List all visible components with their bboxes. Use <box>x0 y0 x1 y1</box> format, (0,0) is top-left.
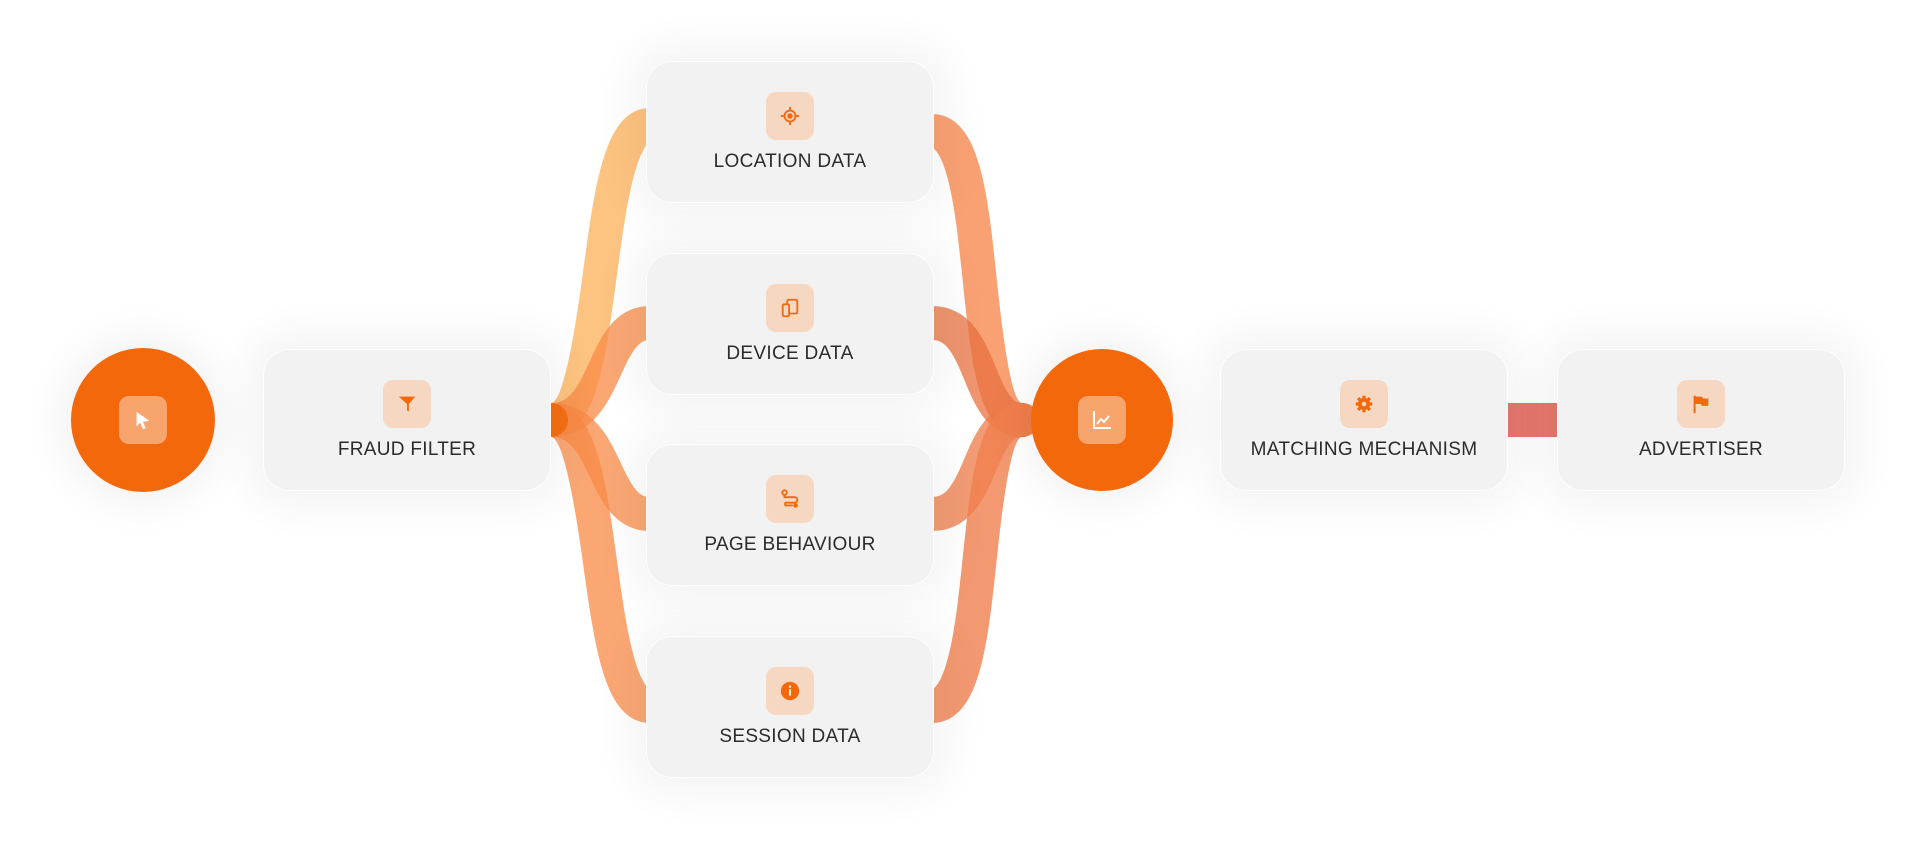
advertiser-label: ADVERTISER <box>1638 439 1764 460</box>
chart-icon <box>1078 396 1126 444</box>
location-data-label: LOCATION DATA <box>713 151 867 172</box>
flag-icon <box>1677 380 1725 428</box>
devices-icon <box>766 284 814 332</box>
matching-mechanism-label: MATCHING MECHANISM <box>1250 439 1478 460</box>
location-data-node[interactable]: LOCATION DATA <box>646 61 934 203</box>
start-node[interactable] <box>71 348 215 492</box>
hub-node[interactable] <box>1031 349 1173 491</box>
fraud-filter-label: FRAUD FILTER <box>337 439 477 460</box>
flow-session-to-hub <box>915 403 1039 723</box>
target-icon <box>766 92 814 140</box>
route-icon <box>766 475 814 523</box>
page-behaviour-node[interactable]: PAGE BEHAVIOUR <box>646 444 934 586</box>
gear-icon <box>1340 380 1388 428</box>
funnel-icon <box>383 380 431 428</box>
matching-mechanism-node[interactable]: MATCHING MECHANISM <box>1220 349 1508 491</box>
cursor-icon <box>119 396 167 444</box>
session-data-label: SESSION DATA <box>719 726 861 747</box>
device-data-label: DEVICE DATA <box>726 343 854 364</box>
fraud-filter-node[interactable]: FRAUD FILTER <box>263 349 551 491</box>
info-icon <box>766 667 814 715</box>
flow-fraud-to-session <box>534 403 667 723</box>
advertiser-node[interactable]: ADVERTISER <box>1557 349 1845 491</box>
device-data-node[interactable]: DEVICE DATA <box>646 253 934 395</box>
page-behaviour-label: PAGE BEHAVIOUR <box>704 534 876 555</box>
session-data-node[interactable]: SESSION DATA <box>646 636 934 778</box>
